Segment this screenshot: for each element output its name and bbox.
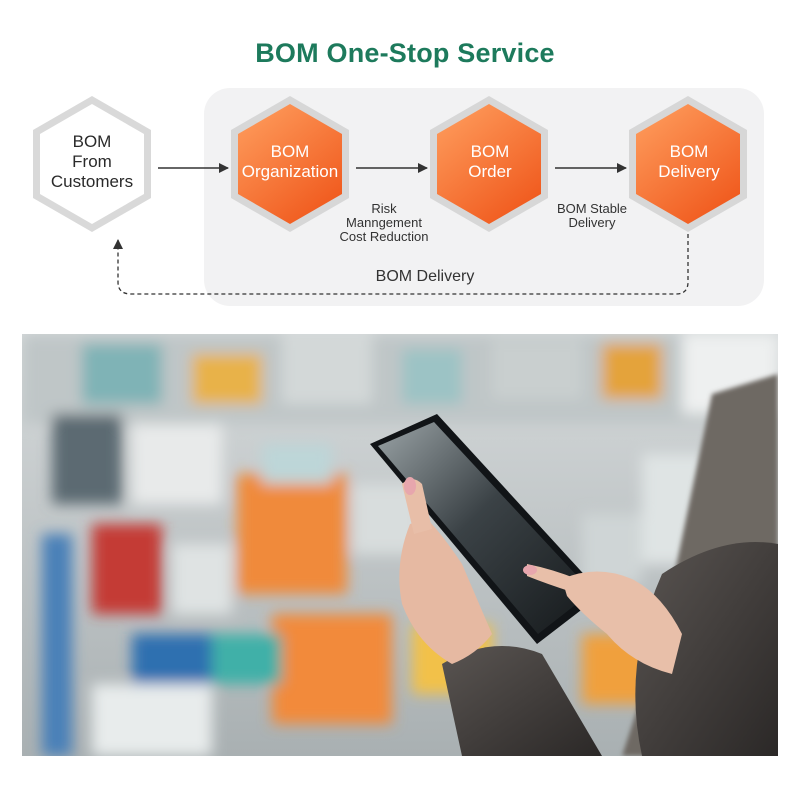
organization-label: BOM Organization [241, 142, 339, 181]
tablet-device [370, 414, 602, 644]
flow-diagram [33, 96, 747, 295]
delivery-hexagon [629, 96, 747, 232]
order-hexagon [430, 96, 548, 232]
factory-tablet-photo [22, 334, 778, 756]
customers-hexagon [33, 96, 151, 232]
delivery-label: BOM Delivery [658, 142, 720, 181]
org-to-order-annotation: Risk Manngement Cost Reduction [339, 201, 429, 244]
return-loop-label: BOM Delivery [375, 268, 475, 285]
order-label: BOM Order [468, 142, 512, 181]
return-loop-arrow [113, 234, 689, 295]
customers-label: BOM From Customers [50, 132, 134, 191]
diagram-title: BOM One-Stop Service [255, 38, 555, 68]
order-to-delivery-annotation: BOM Stable Delivery [556, 201, 628, 230]
organization-hexagon [231, 96, 349, 232]
